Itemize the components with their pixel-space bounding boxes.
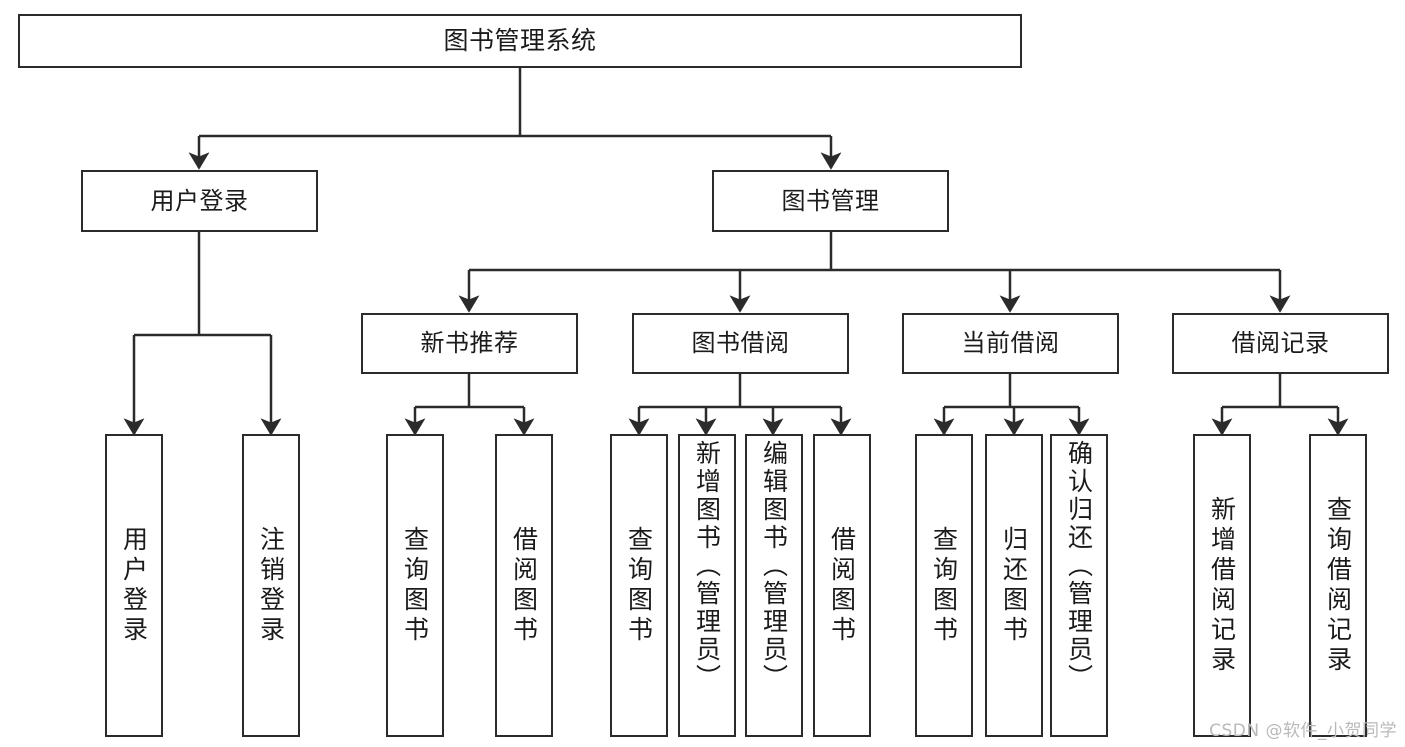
leaf-current-borrow-query[interactable]: 查询图书: [915, 434, 973, 737]
leaf-user-login-logout[interactable]: 注销登录: [242, 434, 300, 737]
leaf-book-borrow-add[interactable]: 新增图书（管理员）: [678, 434, 736, 737]
leaf-new-book-borrow[interactable]: 借阅图书: [495, 434, 553, 737]
node-label: 图书借阅: [691, 329, 790, 358]
node-label: 借阅记录: [1231, 329, 1330, 358]
node-borrow-record[interactable]: 借阅记录: [1172, 313, 1389, 374]
leaf-borrow-record-add[interactable]: 新增借阅记录: [1193, 434, 1251, 737]
leaf-user-login-login[interactable]: 用户登录: [105, 434, 163, 737]
node-label: 确认归还（管理员）: [1064, 440, 1094, 692]
node-label: 图书管理: [781, 186, 880, 215]
node-label: 新增图书（管理员）: [692, 440, 722, 692]
node-label: 用户登录: [150, 186, 249, 215]
leaf-book-borrow-edit[interactable]: 编辑图书（管理员）: [745, 434, 803, 737]
node-label: 查询图书: [400, 525, 430, 646]
node-label: 当前借阅: [961, 329, 1060, 358]
node-label: 图书管理系统: [443, 26, 597, 56]
node-label: 新增借阅记录: [1207, 495, 1237, 676]
leaf-current-borrow-confirm-return[interactable]: 确认归还（管理员）: [1050, 434, 1108, 737]
node-label: 借阅图书: [509, 525, 539, 646]
node-book-management[interactable]: 图书管理: [712, 170, 949, 232]
node-label: 查询图书: [929, 525, 959, 646]
node-label: 新书推荐: [420, 329, 519, 358]
node-label: 用户登录: [119, 525, 149, 646]
node-label: 注销登录: [256, 525, 286, 646]
node-label: 归还图书: [999, 525, 1029, 646]
leaf-borrow-record-query[interactable]: 查询借阅记录: [1309, 434, 1367, 737]
node-user-login[interactable]: 用户登录: [81, 170, 318, 232]
leaf-book-borrow-query[interactable]: 查询图书: [610, 434, 668, 737]
leaf-new-book-query[interactable]: 查询图书: [386, 434, 444, 737]
node-label: 查询借阅记录: [1323, 495, 1353, 676]
node-label: 借阅图书: [827, 525, 857, 646]
node-label: 查询图书: [624, 525, 654, 646]
watermark-text: CSDN @软件_小贺同学: [1209, 721, 1397, 741]
leaf-book-borrow-borrow[interactable]: 借阅图书: [813, 434, 871, 737]
node-root-system[interactable]: 图书管理系统: [18, 14, 1022, 68]
node-current-borrow[interactable]: 当前借阅: [902, 313, 1119, 374]
node-new-book-recommend[interactable]: 新书推荐: [361, 313, 578, 374]
leaf-current-borrow-return[interactable]: 归还图书: [985, 434, 1043, 737]
node-label: 编辑图书（管理员）: [759, 440, 789, 692]
node-book-borrow[interactable]: 图书借阅: [632, 313, 849, 374]
